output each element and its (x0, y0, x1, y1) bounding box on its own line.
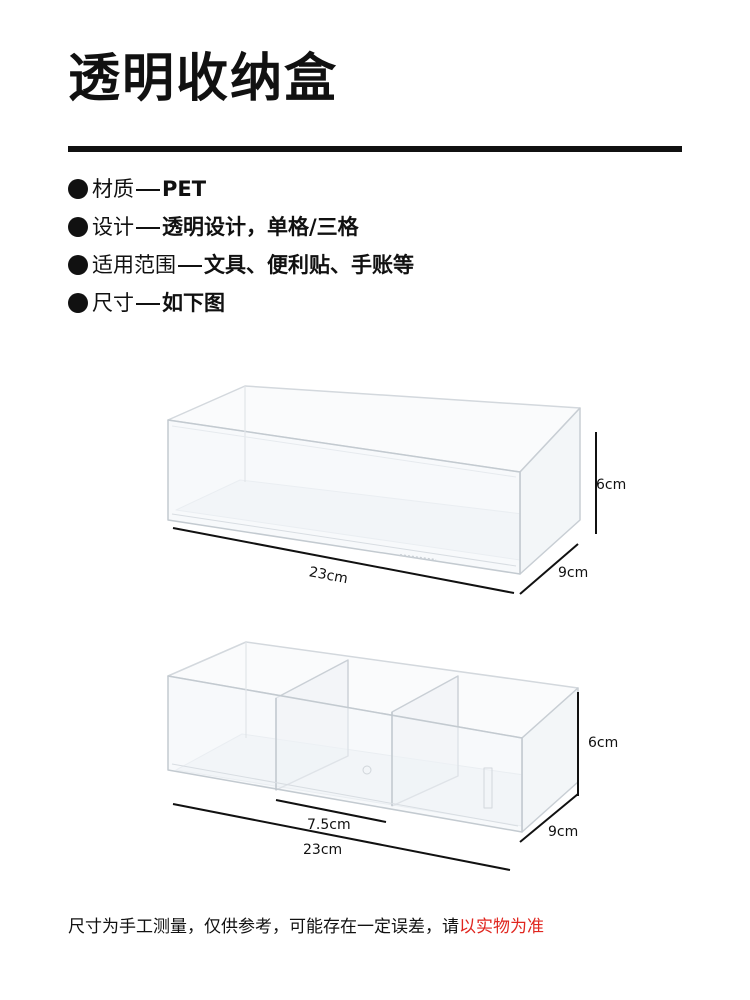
spec-value: 如下图 (162, 291, 225, 315)
length-dimension-line (172, 803, 511, 871)
spec-list: 材质 PET 设计 透明设计，单格/三格 适用范围 文具、便利贴、手账等 尺寸 … (68, 170, 414, 322)
single-box-figure: 6cm 9cm 23cm (167, 385, 626, 595)
dash-separator (136, 189, 160, 191)
bullet-icon (68, 293, 88, 313)
spec-item-material: 材质 PET (68, 170, 414, 208)
dash-separator (136, 303, 160, 305)
length-label: 23cm (303, 842, 342, 858)
depth-dimension-line (519, 793, 579, 843)
compartment-width-label: 7.5cm (307, 817, 351, 833)
height-label: 6cm (588, 735, 618, 751)
spec-label: 材质 (92, 177, 134, 201)
title-divider (68, 146, 682, 152)
spec-item-size: 尺寸 如下图 (68, 284, 414, 322)
spec-item-design: 设计 透明设计，单格/三格 (68, 208, 414, 246)
dash-separator (178, 265, 202, 267)
three-compartment-box-figure: 6cm 9cm 7.5cm 23cm (167, 641, 618, 871)
spec-label: 尺寸 (92, 291, 134, 315)
disclaimer-note: 尺寸为手工测量，仅供参考，可能存在一定误差，请以实物为准 (68, 914, 544, 940)
bullet-icon (68, 255, 88, 275)
compartment-dimension-line (275, 799, 387, 823)
height-label: 6cm (596, 477, 626, 493)
spec-value: 透明设计，单格/三格 (162, 215, 359, 239)
bullet-icon (68, 217, 88, 237)
disclaimer-text: 尺寸为手工测量，仅供参考，可能存在一定误差，请 (68, 917, 459, 937)
box-front-wall (167, 675, 523, 833)
depth-label: 9cm (548, 824, 578, 840)
dash-separator (136, 227, 160, 229)
disclaimer-highlight: 以实物为准 (459, 917, 544, 937)
depth-dimension-line (519, 543, 579, 595)
spec-value: PET (162, 177, 207, 201)
depth-label: 9cm (558, 565, 588, 581)
three-compartment-box-illustration (167, 641, 579, 833)
spec-value: 文具、便利贴、手账等 (204, 253, 414, 277)
single-box-illustration (167, 385, 581, 575)
bullet-icon (68, 179, 88, 199)
spec-item-usage: 适用范围 文具、便利贴、手账等 (68, 246, 414, 284)
length-label: 23cm (308, 564, 349, 587)
length-dimension-line (172, 527, 515, 594)
box-front-wall (167, 419, 521, 575)
spec-label: 设计 (92, 215, 134, 239)
page-title: 透明收纳盒 (68, 49, 339, 109)
spec-label: 适用范围 (92, 253, 176, 277)
